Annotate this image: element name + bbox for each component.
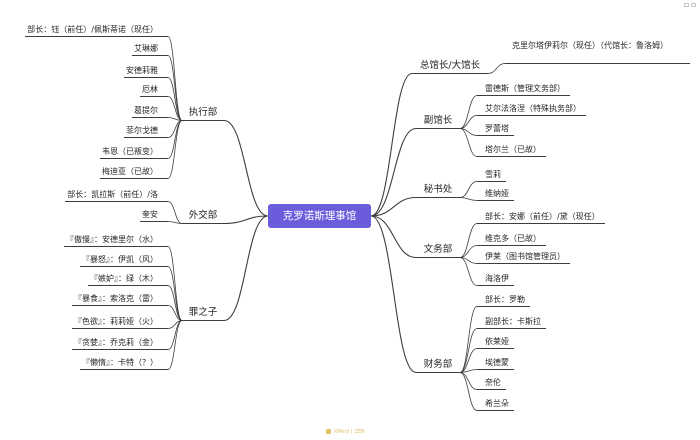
subtopic-executive-member[interactable]: 葛提尔 — [132, 106, 168, 118]
watermark-text: XMind | ZEN — [334, 429, 365, 435]
connector-finance-child — [459, 328, 478, 373]
subtopic-secretariat-member[interactable]: 维纳娅 — [477, 189, 514, 201]
subtopic-executive-member[interactable]: 厄林 — [140, 85, 168, 97]
connector-diplomacy-child — [167, 221, 183, 224]
subtopic-clerical-member[interactable]: 海洛伊 — [477, 274, 514, 286]
subtopic-clerical-head[interactable]: 部长：安娜（前任）/黛（现任） — [477, 212, 605, 224]
corner-square-icon — [691, 3, 696, 7]
main-topic-secretariat[interactable]: 秘书处 — [416, 184, 460, 198]
connector-central-to-diplomacy — [223, 215, 269, 225]
subtopic-sin-sloth[interactable]: 『懒惰』：卡特（？） — [80, 358, 168, 370]
connector-finance-child — [459, 372, 478, 411]
subtopic-finance-member[interactable]: 埃德蒙 — [477, 358, 514, 370]
connector-central-to-sin-children — [223, 215, 269, 322]
subtopic-sin-wrath[interactable]: 『暴怒』：伊凯（风） — [80, 255, 168, 267]
corner-square-icon — [684, 3, 689, 7]
subtopic-executive-member[interactable]: 安德莉雅 — [124, 66, 168, 78]
connector-central-to-director — [370, 72, 413, 217]
main-topic-director[interactable]: 总馆长/大馆长 — [412, 60, 488, 74]
connector-central-to-finance — [370, 215, 417, 374]
subtopic-finance-deputy[interactable]: 副部长：卡斯拉 — [477, 317, 546, 329]
subtopic-diplomacy-head[interactable]: 部长：凯拉斯（前任）/洛 — [65, 190, 168, 202]
connector-director-child — [487, 63, 506, 74]
xmind-logo-icon — [326, 429, 331, 434]
subtopic-sin-greed[interactable]: 『贪婪』：乔克莉（金） — [72, 338, 168, 350]
subtopic-finance-head[interactable]: 部长：罗勒 — [477, 295, 530, 307]
connector-sin-children-child — [167, 285, 183, 321]
subtopic-deputy-member[interactable]: 塔尔兰（已故） — [477, 145, 546, 157]
connector-executive-child — [167, 120, 183, 179]
central-topic[interactable]: 克罗诺斯理事馆 — [268, 204, 371, 228]
connector-clerical-child — [459, 223, 478, 258]
connector-sin-children-child — [167, 305, 183, 321]
watermark: XMind | ZEN — [326, 428, 365, 436]
connector-central-to-executive — [223, 119, 269, 217]
subtopic-executive-member[interactable]: 菲尔戈德 — [124, 126, 168, 138]
connector-executive-child — [167, 117, 183, 121]
subtopic-deputy-member[interactable]: 艾尔法洛涅（特殊执务部） — [477, 104, 586, 116]
connector-clerical-child — [459, 245, 478, 258]
main-topic-executive[interactable]: 执行部 — [182, 107, 224, 121]
connector-clerical-child — [459, 257, 478, 286]
connector-deputy-child — [459, 95, 478, 129]
subtopic-deputy-member[interactable]: 罗蕾塔 — [477, 124, 514, 136]
connector-central-to-deputy — [370, 127, 417, 217]
subtopic-deputy-member[interactable]: 雷德斯（管理文务部） — [477, 84, 570, 96]
connector-central-to-secretariat — [370, 196, 417, 217]
main-topic-finance[interactable]: 财务部 — [416, 359, 460, 373]
subtopic-secretariat-member[interactable]: 雪莉 — [477, 170, 506, 182]
main-topic-clerical[interactable]: 文务部 — [416, 244, 460, 258]
subtopic-executive-member[interactable]: 梅迪亚（已故） — [100, 167, 168, 179]
connector-executive-child — [167, 96, 183, 121]
subtopic-clerical-member[interactable]: 伊莱（图书馆管理员） — [477, 252, 570, 264]
connector-finance-child — [459, 306, 478, 373]
connector-executive-child — [167, 120, 183, 159]
connector-executive-child — [167, 77, 183, 121]
connector-finance-child — [459, 372, 478, 390]
subtopic-sin-lust[interactable]: 『色欲』：莉莉娅（火） — [72, 317, 168, 329]
connector-executive-child — [167, 55, 183, 121]
connector-sin-children-child — [167, 246, 183, 321]
main-topic-deputy-director[interactable]: 副馆长 — [416, 115, 460, 129]
connector-deputy-child — [459, 115, 478, 129]
subtopic-diplomacy-member[interactable]: 奎安 — [140, 210, 168, 222]
connector-central-to-clerical — [370, 215, 417, 259]
main-topic-diplomacy[interactable]: 外交部 — [182, 210, 224, 224]
connector-diplomacy-child — [167, 201, 183, 224]
subtopic-finance-member[interactable]: 奈伦 — [477, 378, 506, 390]
subtopic-executive-member[interactable]: 韦恩（已叛变） — [100, 147, 168, 159]
subtopic-executive-head[interactable]: 部长：钰（前任）/佩斯蒂诺（现任） — [25, 25, 168, 37]
subtopic-executive-member[interactable]: 艾琳娜 — [132, 44, 168, 56]
main-topic-sin-children[interactable]: 罪之子 — [182, 307, 224, 321]
subtopic-finance-member[interactable]: 希兰朵 — [477, 399, 514, 411]
subtopic-sin-gluttony[interactable]: 『暴食』：索洛克（雷） — [72, 294, 168, 306]
connector-sin-children-child — [167, 320, 183, 370]
subtopic-finance-member[interactable]: 依莱娅 — [477, 337, 514, 349]
subtopic-clerical-member[interactable]: 维克多（已故） — [477, 234, 546, 246]
connector-deputy-child — [459, 128, 478, 157]
subtopic-director-current[interactable]: 克里尔塔伊莉尔（现任）（代馆长：鲁洛姆） — [505, 40, 690, 64]
connector-secretariat-child — [459, 181, 478, 198]
subtopic-sin-pride[interactable]: 『傲慢』：安德里尔（水） — [64, 235, 168, 247]
connector-finance-child — [459, 348, 478, 373]
subtopic-sin-envy[interactable]: 『嫉妒』：绿（木） — [88, 274, 168, 286]
connector-secretariat-child — [459, 197, 478, 201]
